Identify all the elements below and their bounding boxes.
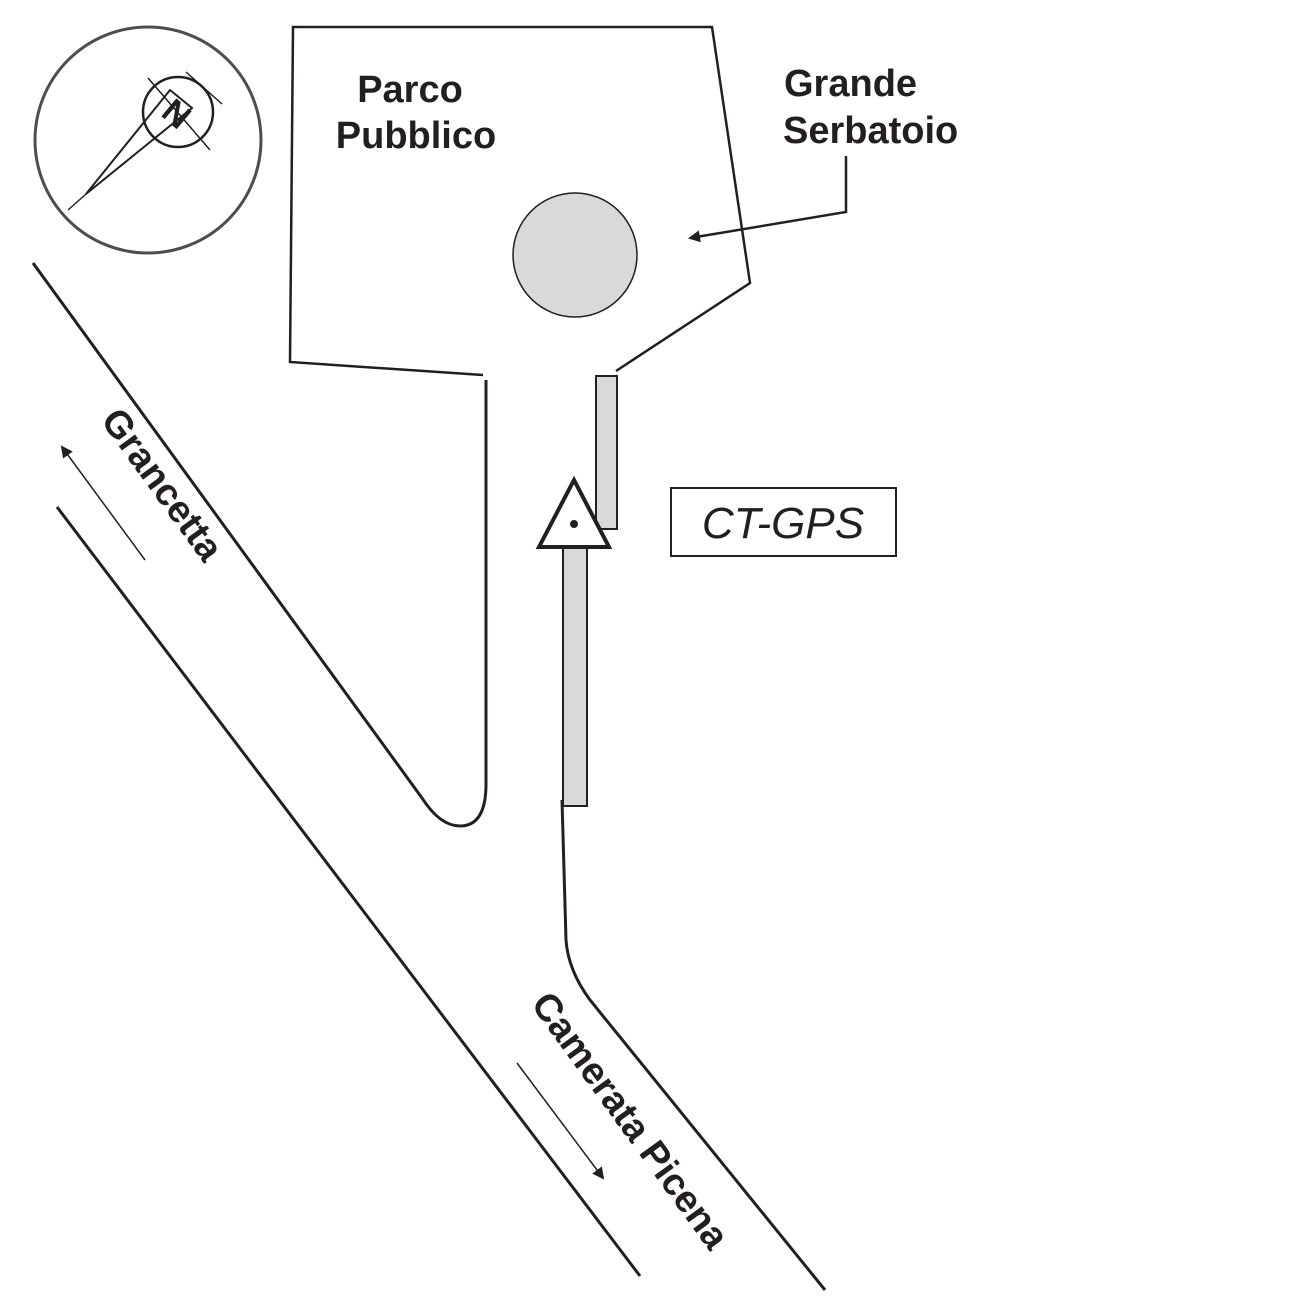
north-direction-arrow: [60, 445, 146, 561]
main-road-edge: [55, 506, 642, 1277]
station-label: CT-GPS: [702, 499, 864, 548]
compass-icon: N: [33, 25, 263, 255]
road-north-label: Grancetta: [93, 401, 232, 570]
park-label-line1: Parco: [357, 69, 463, 111]
tank-label-line1: Grande: [784, 63, 917, 105]
tank-circle: [512, 192, 638, 318]
access-road-west-edge: [31, 262, 488, 828]
tank-leader-arrow: [688, 156, 848, 243]
park-boundary: [288, 25, 752, 377]
tank-label-line2: Serbatoio: [783, 110, 958, 152]
station-label-box: CT-GPS: [670, 487, 897, 557]
road-south-label: Camerata Picena: [523, 985, 738, 1258]
compass-north-label: N: [154, 92, 197, 137]
park-label-line2: Pubblico: [336, 115, 496, 157]
south-strip: [562, 544, 588, 807]
station-triangle-icon: [535, 475, 613, 549]
south-direction-arrow: [516, 1062, 605, 1180]
access-road-east-edge: [560, 799, 827, 1291]
north-strip: [595, 375, 618, 530]
